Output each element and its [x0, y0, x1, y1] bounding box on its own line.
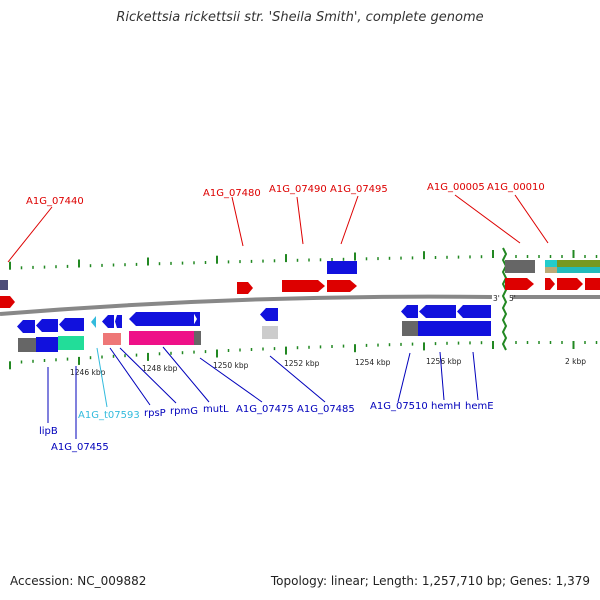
feature-gene-a1g-00010-a[interactable]	[545, 278, 555, 290]
scale-label-1254kbp: 1254 kbp	[355, 358, 391, 367]
label-rpmg[interactable]: rpmG	[170, 406, 198, 417]
callout-line-a1g-07475	[199, 357, 263, 403]
feature-gene-a1g-00015[interactable]	[585, 278, 600, 290]
scale-ticks-top	[9, 250, 598, 270]
feature-gene-mutl[interactable]	[129, 312, 194, 326]
feature-cds-hemh-heme-blue[interactable]	[418, 321, 491, 336]
label-heme[interactable]: hemE	[465, 401, 494, 412]
accession-text: Accession: NC_009882	[10, 574, 147, 588]
label-a1g-07440[interactable]: A1G_07440	[26, 196, 84, 207]
feature-gene-lipb[interactable]	[17, 320, 35, 333]
label-a1g-07480[interactable]: A1G_07480	[203, 188, 261, 199]
callout-line-a1g-07490	[296, 196, 304, 245]
callout-line-a1g-07485	[269, 355, 326, 403]
feature-cds-a1g-07495[interactable]	[327, 261, 357, 274]
feature-cds-a1g-07455-green[interactable]	[58, 336, 84, 350]
callout-line-a1g-00005	[454, 194, 521, 244]
feature-gene-a1g-07440[interactable]	[0, 296, 15, 308]
genome-backbone-left	[0, 294, 493, 316]
feature-rna-a1g-t07593[interactable]	[91, 316, 96, 328]
three-prime-marker: 3'	[493, 294, 500, 303]
callout-line-a1g-00010	[514, 194, 549, 244]
feature-cds-a1g-00010-tan[interactable]	[545, 267, 557, 273]
feature-cds-a1g-00005[interactable]	[505, 260, 535, 273]
feature-gene-a1g-07495[interactable]	[327, 280, 357, 292]
label-a1g-07485[interactable]: A1G_07485	[297, 404, 355, 415]
feature-cds-a1g-07485[interactable]	[262, 326, 278, 339]
callout-line-rpsp	[109, 347, 151, 406]
callout-line-a1g-07440	[7, 206, 53, 263]
scale-label-1252kbp: 1252 kbp	[284, 359, 320, 368]
callout-line-a1g-07510	[397, 352, 411, 403]
callout-line-rpmg	[119, 347, 177, 404]
scale-label-1250kbp: 1250 kbp	[213, 361, 249, 370]
label-a1g-07455[interactable]: A1G_07455	[51, 442, 109, 453]
feature-gene-a1g-00010-b[interactable]	[557, 278, 583, 290]
feature-gene-mutl-tip[interactable]	[193, 312, 200, 326]
feature-gene-rpsp[interactable]	[102, 315, 114, 328]
feature-cds-lipb-gray[interactable]	[18, 338, 36, 352]
callout-line-a1g-t07593	[96, 347, 108, 408]
feature-gene-a1g-07460[interactable]	[59, 318, 84, 331]
callout-line-mutl	[162, 346, 210, 403]
feature-gene-rpmg[interactable]	[115, 315, 122, 328]
label-rpsp[interactable]: rpsP	[144, 408, 166, 419]
callout-line-heme	[472, 351, 479, 401]
label-a1g-00005[interactable]: A1G_00005	[427, 182, 485, 193]
feature-cds-a1g-07510-gray[interactable]	[402, 321, 418, 336]
label-a1g-07490[interactable]: A1G_07490	[269, 184, 327, 195]
callout-line-hemh	[439, 351, 445, 401]
scale-label-1246kbp: 1246 kbp	[70, 368, 106, 377]
feature-cds-a1g-00010-olive[interactable]	[557, 260, 600, 267]
feature-gene-a1g-07480[interactable]	[237, 282, 253, 294]
feature-gene-a1g-07490[interactable]	[282, 280, 325, 292]
genome-summary-text: Topology: linear; Length: 1,257,710 bp; …	[270, 574, 590, 588]
feature-gene-a1g-07455[interactable]	[36, 319, 58, 332]
label-a1g-t07593[interactable]: A1G_t07593	[78, 410, 140, 421]
five-prime-marker: 5'	[509, 294, 516, 303]
scale-ticks-bottom	[9, 341, 598, 370]
genome-title: Rickettsia rickettsii str. 'Sheila Smith…	[116, 10, 484, 25]
feature-gene-a1g-07475[interactable]	[260, 308, 278, 321]
label-a1g-07475[interactable]: A1G_07475	[236, 404, 294, 415]
feature-cds-a1g-00010-cyan[interactable]	[545, 260, 557, 267]
label-lipb[interactable]: lipB	[39, 426, 58, 437]
scale-label-1248kbp: 1248 kbp	[142, 364, 178, 373]
feature-gene-a1g-07510[interactable]	[401, 305, 418, 318]
label-a1g-00010[interactable]: A1G_00010	[487, 182, 545, 193]
label-mutl[interactable]: mutL	[203, 404, 229, 415]
label-a1g-07510[interactable]: A1G_07510	[370, 401, 428, 412]
scale-label-2kbp: 2 kbp	[565, 357, 586, 366]
feature-gene-a1g-00005[interactable]	[505, 278, 534, 290]
feature-gene-heme[interactable]	[457, 305, 491, 318]
feature-gene-hemh[interactable]	[419, 305, 456, 318]
label-hemh[interactable]: hemH	[431, 401, 461, 412]
label-a1g-07495[interactable]: A1G_07495	[330, 184, 388, 195]
feature-cds-a1g-00010-teal[interactable]	[557, 267, 600, 273]
feature-cds-lipb-blue[interactable]	[36, 337, 58, 352]
callout-line-a1g-07480	[231, 196, 244, 247]
callout-line-a1g-07495	[340, 195, 359, 245]
feature-cds-mutl-pink[interactable]	[129, 331, 199, 345]
feature-cds-a1g-07440[interactable]	[0, 280, 8, 290]
feature-cds-mutl-gray[interactable]	[194, 331, 201, 345]
scale-label-1256kbp: 1256 kbp	[426, 357, 462, 366]
feature-cds-rpsp-salmon[interactable]	[103, 333, 121, 345]
